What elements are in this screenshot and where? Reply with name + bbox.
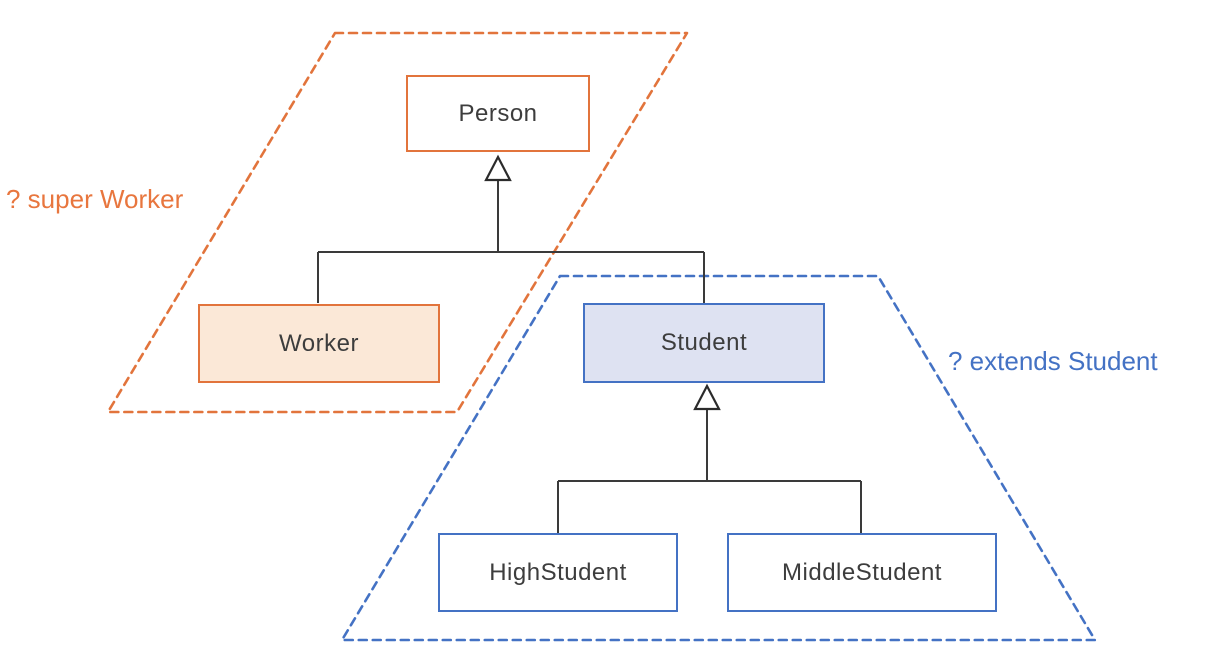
worker-class-box: Worker <box>198 304 440 383</box>
extends-student-region-outline <box>340 274 1097 642</box>
highstudent-class-box: HighStudent <box>438 533 678 612</box>
edge-substudents-to-student <box>557 409 862 533</box>
student-class-box: Student <box>583 303 825 383</box>
super-worker-region-outline <box>106 31 689 414</box>
middlestudent-class-box: MiddleStudent <box>727 533 997 612</box>
inheritance-arrowhead-student-icon <box>693 383 721 411</box>
inheritance-arrowhead-person-icon <box>484 154 512 182</box>
edge-worker-student-to-person <box>317 180 705 303</box>
person-class-box: Person <box>406 75 590 152</box>
extends-student-annotation: ? extends Student <box>948 346 1158 376</box>
super-worker-annotation: ? super Worker <box>6 184 184 214</box>
